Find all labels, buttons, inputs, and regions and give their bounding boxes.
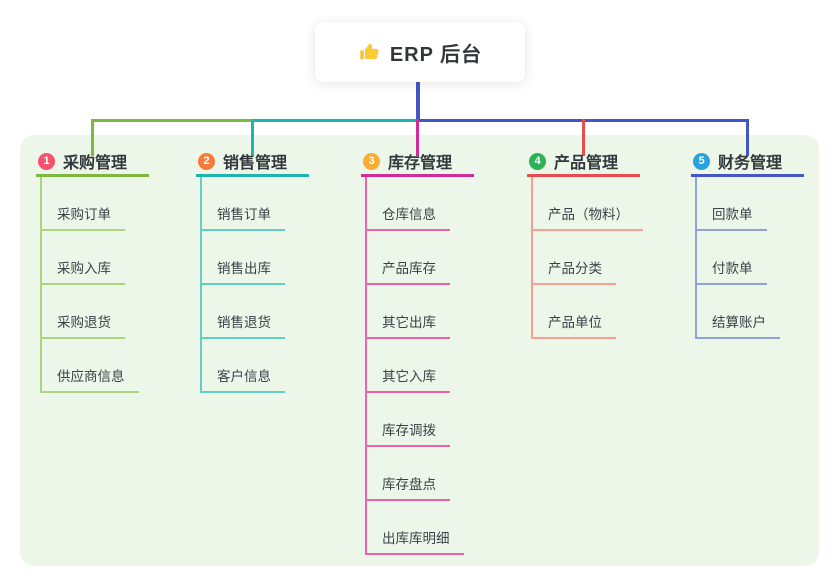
connector-line [91,119,254,122]
branch-children: 产品（物料）产品分类产品单位 [531,177,643,339]
child-node[interactable]: 产品分类 [533,231,616,285]
branch-badge: 1 [38,152,55,170]
branch-node[interactable]: 5 财务管理 [691,148,804,177]
root-node[interactable]: ERP 后台 [315,22,525,82]
child-node[interactable]: 销售订单 [202,177,285,231]
connector-line [251,119,419,122]
connector-line [746,119,749,156]
child-node[interactable]: 采购退货 [42,285,125,339]
mindmap-panel [20,135,819,566]
child-node[interactable]: 产品单位 [533,285,616,339]
branch-column: 1 采购管理采购订单采购入库采购退货供应商信息 [36,148,149,393]
branch-children: 销售订单销售出库销售退货客户信息 [200,177,285,393]
child-node[interactable]: 采购订单 [42,177,125,231]
child-node[interactable]: 库存盘点 [367,447,450,501]
branch-node[interactable]: 4 产品管理 [527,148,640,177]
branch-badge: 3 [363,152,380,170]
branch-column: 5 财务管理回款单付款单结算账户 [691,148,804,339]
branch-node[interactable]: 3 库存管理 [361,148,474,177]
branch-children: 回款单付款单结算账户 [695,177,780,339]
child-node[interactable]: 供应商信息 [42,339,139,393]
child-node[interactable]: 回款单 [697,177,767,231]
child-node[interactable]: 结算账户 [697,285,780,339]
child-node[interactable]: 仓库信息 [367,177,450,231]
connector-line [416,119,419,156]
branch-node[interactable]: 1 采购管理 [36,148,149,177]
branch-column: 3 库存管理仓库信息产品库存其它出库其它入库库存调拨库存盘点出库库明细 [361,148,474,555]
connector-line [91,119,94,156]
branch-column: 2 销售管理销售订单销售出库销售退货客户信息 [196,148,309,393]
branch-children: 仓库信息产品库存其它出库其它入库库存调拨库存盘点出库库明细 [365,177,464,555]
branch-label: 销售管理 [223,155,288,172]
child-node[interactable]: 客户信息 [202,339,285,393]
connector-line [416,82,420,119]
branch-label: 产品管理 [554,155,619,172]
branch-badge: 2 [198,152,215,170]
child-node[interactable]: 产品库存 [367,231,450,285]
root-title: ERP 后台 [389,43,483,66]
connector-line [251,119,254,156]
branch-label: 财务管理 [718,155,783,172]
child-node[interactable]: 出库库明细 [367,501,464,555]
branch-label: 库存管理 [388,155,453,172]
child-node[interactable]: 库存调拨 [367,393,450,447]
connector-line [582,119,585,156]
branch-column: 4 产品管理产品（物料）产品分类产品单位 [527,148,643,339]
child-node[interactable]: 采购入库 [42,231,125,285]
branch-badge: 4 [529,152,546,170]
child-node[interactable]: 产品（物料） [533,177,643,231]
child-node[interactable]: 其它入库 [367,339,450,393]
thumbs-up-icon [358,41,380,63]
child-node[interactable]: 销售退货 [202,285,285,339]
child-node[interactable]: 其它出库 [367,285,450,339]
branch-node[interactable]: 2 销售管理 [196,148,309,177]
child-node[interactable]: 付款单 [697,231,767,285]
branch-label: 采购管理 [63,155,128,172]
child-node[interactable]: 销售出库 [202,231,285,285]
branch-badge: 5 [693,152,710,170]
branch-children: 采购订单采购入库采购退货供应商信息 [40,177,139,393]
